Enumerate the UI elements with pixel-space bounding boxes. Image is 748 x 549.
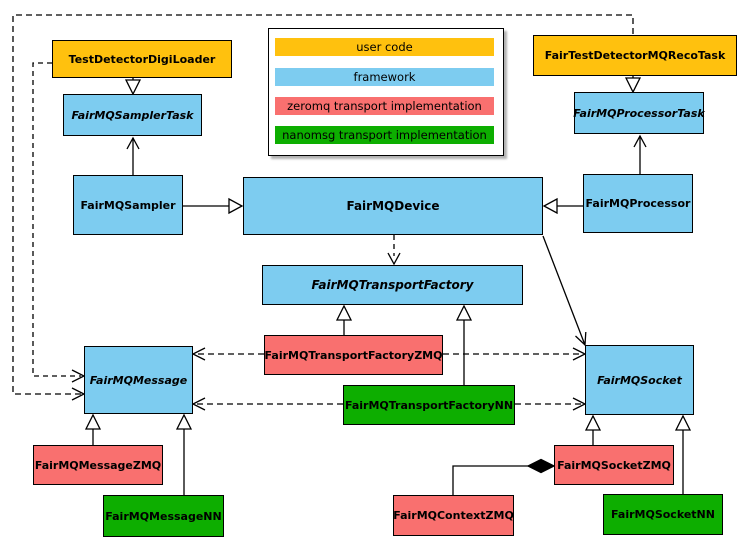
- edge-processor-processortask: [633, 134, 647, 174]
- edge-socketzmq-contextzmq: [452, 458, 556, 495]
- edge-messagezmq-message: [84, 413, 102, 445]
- edge-socketnn-socket: [674, 414, 692, 494]
- legend-item-framework: framework: [275, 68, 494, 86]
- legend-label: framework: [353, 70, 416, 84]
- edge-recotask-processortask: [624, 76, 642, 94]
- edge-digiloader-samplertask: [124, 78, 142, 96]
- node-fairmqtransportfactory: FairMQTransportFactory: [262, 265, 523, 305]
- node-fairmqsamplertask: FairMQSamplerTask: [63, 94, 202, 136]
- edge-messagenn-message: [175, 413, 193, 495]
- edge-factoryzmq-factory: [335, 304, 353, 335]
- node-fairmqmessage: FairMQMessage: [84, 346, 193, 414]
- edge-factorynn-factory: [455, 304, 473, 385]
- edge-processor-device: [542, 197, 583, 215]
- node-fairmqprocessor: FairMQProcessor: [583, 174, 693, 233]
- legend: user code framework zeromq transport imp…: [268, 28, 504, 156]
- node-fairmqprocessortask: FairMQProcessorTask: [573, 92, 705, 134]
- edge-socketzmq-socket: [584, 414, 602, 445]
- node-fairmqmessagezmq: FairMQMessageZMQ: [33, 445, 163, 485]
- legend-label: nanomsg transport implementation: [282, 128, 487, 142]
- node-fairmqcontextzmq: FairMQContextZMQ: [393, 495, 514, 536]
- edge-factoryzmq-message: [191, 347, 264, 361]
- node-fairmqsocketnn: FairMQSocketNN: [603, 494, 723, 535]
- edge-sampler-samplertask: [126, 136, 140, 175]
- legend-label: zeromq transport implementation: [287, 99, 482, 113]
- node-testdetectordigiloader: TestDetectorDigiLoader: [52, 40, 232, 78]
- legend-label: user code: [356, 40, 413, 54]
- edge-sampler-device: [183, 197, 244, 215]
- legend-item-zeromq: zeromq transport implementation: [275, 97, 494, 115]
- node-fairmqmessagenn: FairMQMessageNN: [103, 495, 224, 537]
- edge-factorynn-message: [191, 397, 343, 411]
- node-fairmqtransportfactoryzmq: FairMQTransportFactoryZMQ: [264, 335, 443, 375]
- edge-device-socket: [542, 235, 587, 347]
- node-fairmqsampler: FairMQSampler: [73, 175, 183, 235]
- legend-item-user-code: user code: [275, 38, 494, 56]
- node-fairtestdetectormqrecotask: FairTestDetectorMQRecoTask: [533, 35, 737, 76]
- node-fairmqtransportfactorynn: FairMQTransportFactoryNN: [343, 385, 515, 425]
- node-fairmqsocket: FairMQSocket: [585, 345, 694, 415]
- node-fairmqsocketzmq: FairMQSocketZMQ: [554, 445, 674, 485]
- node-fairmqdevice: FairMQDevice: [243, 177, 543, 235]
- legend-item-nanomsg: nanomsg transport implementation: [275, 126, 494, 144]
- edge-factorynn-socket: [515, 397, 587, 411]
- edge-device-transportfactory: [387, 235, 401, 266]
